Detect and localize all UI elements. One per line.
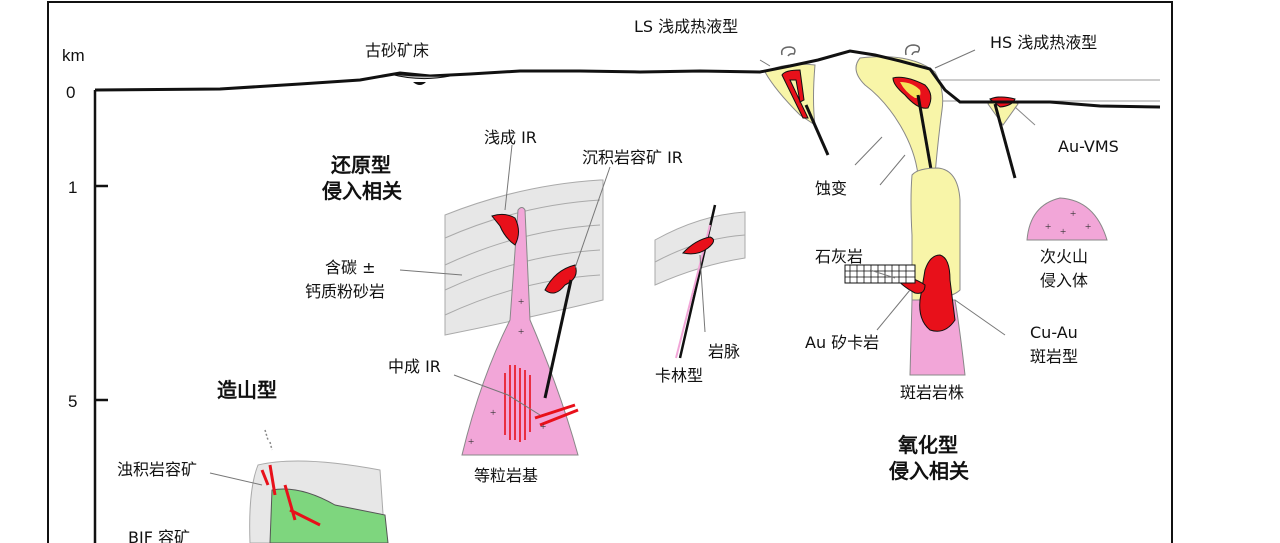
label-reduced-title-2: 侵入相关 [321, 179, 402, 203]
label-carbonaceous-2: 钙质粉砂岩 [305, 282, 385, 301]
label-dike: 岩脉 [708, 342, 740, 361]
vms-feeder [993, 103, 1017, 179]
limestone-bed [844, 264, 916, 284]
sediment-ir-ore [544, 264, 577, 294]
label-bif-hosted: BIF 容矿 [128, 528, 190, 543]
axis-unit: km [62, 46, 85, 65]
hs-feeder [916, 94, 934, 176]
plus-mark: + [1085, 221, 1091, 233]
label-carlin: 卡林型 [655, 366, 703, 385]
label-subvolcanic-2: 侵入体 [1040, 271, 1088, 290]
shear-zone [264, 429, 273, 451]
plus-mark: + [540, 421, 546, 433]
leader-alteration-b [879, 154, 906, 186]
label-porphyry-stock: 斑岩岩株 [900, 383, 964, 402]
vms-leader [1014, 106, 1036, 126]
subvolcanic-intrusion: + + + + [1026, 197, 1108, 241]
label-hs-epithermal: HS 浅成热液型 [990, 33, 1097, 52]
axis-tick-label-0: 0 [66, 83, 75, 102]
limestone-block [844, 264, 916, 284]
plus-mark: + [490, 407, 496, 419]
orogenic-veins [260, 464, 321, 527]
leader-dike [699, 254, 706, 333]
plus-mark: + [1045, 221, 1051, 233]
ls-feeder [804, 104, 830, 156]
label-shallow-ir: 浅成 IR [484, 128, 537, 147]
fault [543, 279, 573, 399]
ls-epithermal-system [764, 63, 830, 156]
hs-core [900, 82, 921, 98]
plus-mark: + [518, 326, 524, 338]
label-limestone: 石灰岩 [815, 247, 863, 266]
subvolcanic-body [1026, 197, 1108, 241]
fault-veins [534, 403, 579, 427]
plus-mark: + [1070, 208, 1076, 220]
leader-sediment-ir [574, 166, 611, 269]
cu-au-ore [919, 254, 956, 332]
carlin-ore [682, 236, 714, 255]
plus-mark: + [468, 436, 474, 448]
orogenic-system [249, 429, 389, 543]
label-oxidized-title-1: 氧化型 [897, 433, 958, 457]
label-mesozonal-ir: 中成 IR [388, 357, 441, 376]
label-alteration: 蚀变 [815, 179, 847, 198]
leader-lines [209, 49, 1006, 486]
leader-alteration-a [854, 136, 883, 166]
sheeted-veins [504, 365, 531, 442]
label-sediment-ir: 沉积岩容矿 IR [582, 148, 683, 167]
au-vms-system [987, 96, 1036, 179]
ground-surface [94, 49, 1161, 109]
leader-hs [934, 49, 976, 69]
carlin-system [654, 204, 746, 359]
label-orogenic: 造山型 [217, 378, 277, 402]
leader-skarn [876, 289, 911, 331]
plus-mark: + [518, 296, 524, 308]
reduced-ir-system: + + + + + [444, 179, 604, 456]
label-au-skarn: Au 矽卡岩 [805, 333, 879, 352]
label-carbonaceous-1: 含碳 ± [325, 258, 376, 277]
placer-lens [389, 73, 451, 80]
label-cu-au-1: Cu-Au [1030, 323, 1078, 342]
leader-limestone [869, 269, 896, 279]
label-au-vms: Au-VMS [1058, 137, 1119, 156]
depth-axis: km 0 1 5 [62, 46, 108, 543]
limestone-hatch [845, 265, 915, 283]
placer-deposit [413, 82, 426, 85]
frame [47, 1, 1173, 543]
label-ls-epithermal: LS 浅成热液型 [634, 17, 738, 36]
plus-mark: + [1060, 226, 1066, 238]
leader-cu-au [954, 299, 1006, 336]
ls-vein [781, 69, 809, 119]
leader-ls [759, 59, 771, 67]
label-paleo-placer: 古砂矿床 [365, 41, 429, 60]
porphyry-system [894, 167, 966, 376]
hs-epithermal-system [855, 56, 944, 176]
label-equigranular: 等粒岩基 [474, 466, 538, 485]
steam-icon [904, 44, 921, 56]
label-cu-au-2: 斑岩型 [1030, 347, 1078, 366]
axis-tick-label-5: 5 [68, 392, 77, 411]
leader-shallow-ir [504, 144, 513, 211]
axis-tick-label-1: 1 [68, 178, 77, 197]
leader-carbonaceous [399, 269, 463, 276]
leader-turbidite [209, 472, 263, 486]
shallow-ir-ore [491, 213, 519, 246]
label-subvolcanic-1: 次火山 [1040, 247, 1088, 266]
label-reduced-title-1: 还原型 [330, 153, 391, 177]
steam-icon [780, 46, 796, 57]
label-oxidized-title-2: 侵入相关 [888, 459, 969, 483]
label-turbidite-hosted: 浊积岩容矿 [117, 460, 197, 479]
leader-mesozonal [453, 374, 541, 416]
